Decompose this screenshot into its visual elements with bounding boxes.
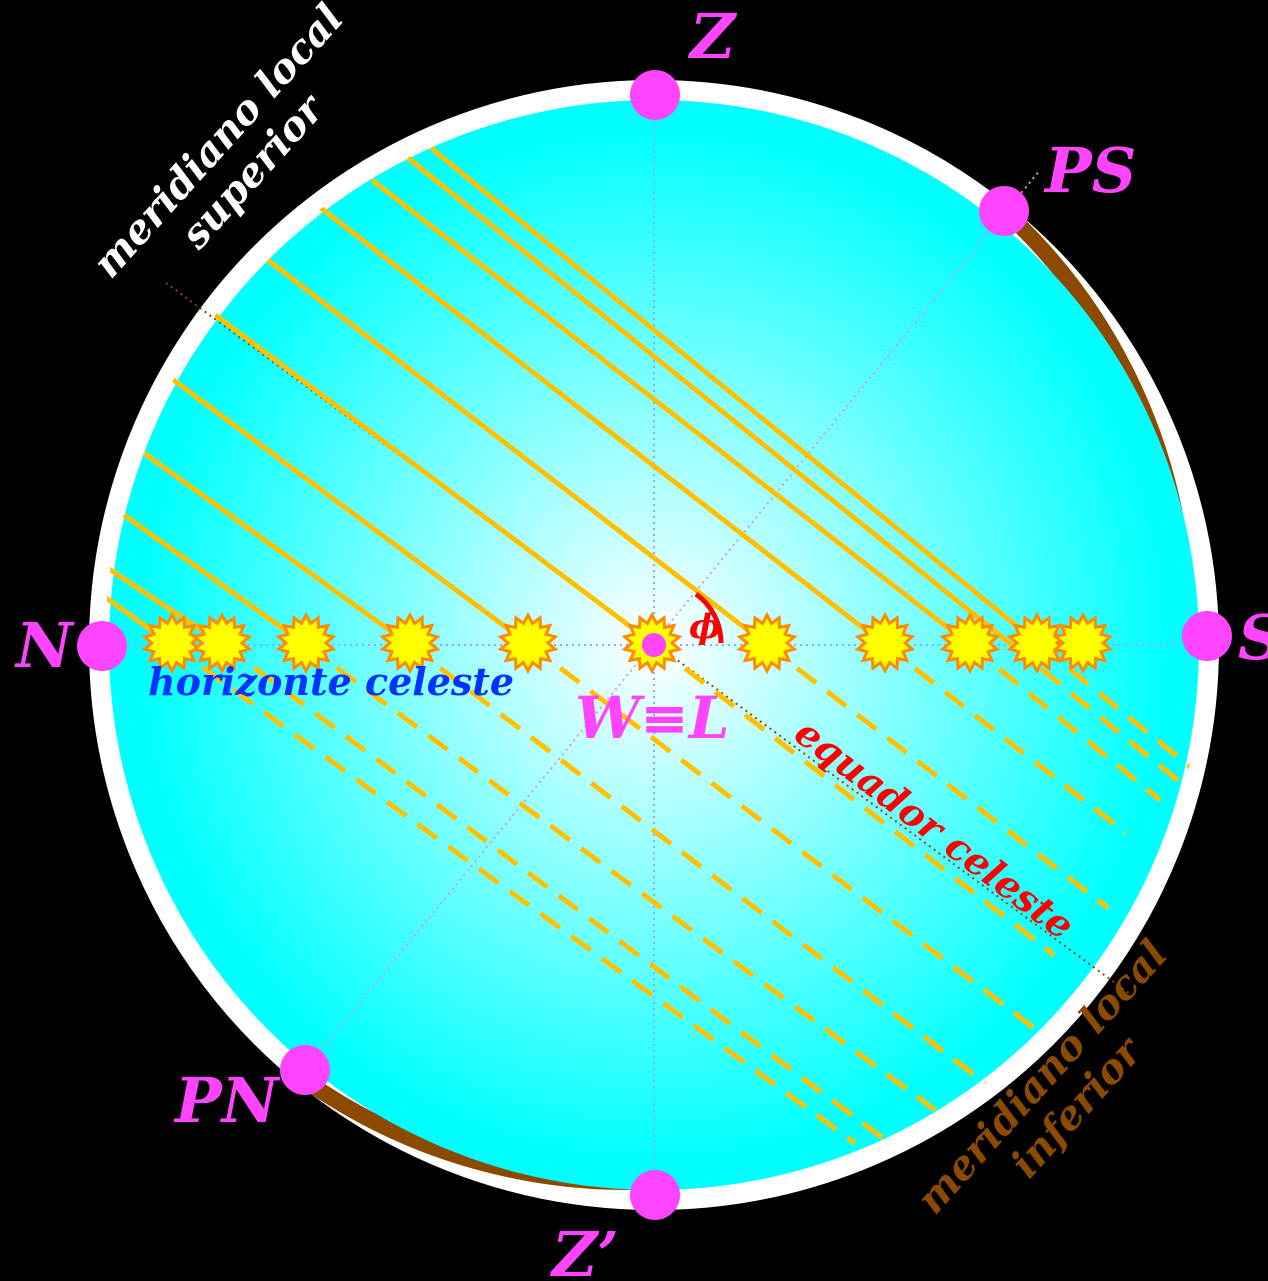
south-pole-label: PS: [1043, 134, 1136, 207]
diurnal-path-hidden-11: [170, 642, 857, 1146]
diurnal-path-visible-5: [266, 258, 769, 647]
diurnal-path-visible-1: [429, 146, 1042, 647]
diurnal-path-visible-8: [142, 450, 412, 648]
diurnal-path-hidden-6: [653, 643, 1056, 957]
diurnal-path-hidden-9: [304, 642, 937, 1113]
zenith-label: Z: [687, 0, 738, 73]
sun-icon-4: [379, 611, 441, 675]
north-pole-label: PN: [173, 1064, 281, 1137]
nadir-label: Z’: [549, 1218, 619, 1281]
sun-icon-8: [854, 611, 916, 675]
diurnal-path-visible-3: [370, 178, 972, 647]
diurnal-path-hidden-4: [883, 643, 1128, 835]
diurnal-path-visible-7: [158, 367, 532, 648]
zenith-marker: [630, 70, 680, 120]
polar-axis-line: [303, 169, 1041, 1072]
diurnal-paths: [105, 146, 1203, 1146]
diurnal-path-hidden-7: [528, 643, 1052, 1042]
diurnal-path-hidden-2: [1010, 643, 1200, 799]
sun-icon-2: [191, 611, 253, 675]
phi-label: ϕ: [689, 607, 721, 647]
sun-icon-1: [141, 611, 203, 675]
north-pole-marker: [280, 1045, 330, 1095]
sun-icon-10: [1006, 611, 1068, 675]
horizon-suns: [141, 611, 1114, 675]
latitude-angle-arc: [694, 591, 724, 644]
diurnal-path-visible-9: [122, 512, 308, 648]
center-label: W≡L: [575, 684, 730, 752]
south-pole-marker: [979, 186, 1029, 236]
horizon-label: horizonte celeste: [148, 659, 514, 704]
diurnal-path-hidden-5: [765, 643, 1110, 910]
north-label: N: [14, 609, 75, 682]
diurnal-path-hidden-3: [968, 643, 1162, 802]
center-marker: [642, 633, 666, 657]
south-marker: [1182, 611, 1232, 661]
diurnal-path-visible-2: [406, 156, 1014, 647]
diurnal-path-visible-6: [204, 306, 657, 647]
sun-icon-11: [1052, 611, 1114, 675]
south-label: S: [1238, 601, 1268, 674]
diurnal-path-visible-4: [319, 206, 887, 647]
north-marker: [77, 621, 127, 671]
sun-icon-7: [736, 611, 798, 675]
diurnal-path-hidden-8: [408, 643, 987, 1085]
diurnal-path-hidden-10: [222, 642, 890, 1145]
nadir-marker: [630, 1170, 680, 1220]
point-markers: [77, 70, 1232, 1220]
sun-icon-5: [497, 611, 559, 675]
sun-icon-3: [275, 611, 337, 675]
sun-icon-9: [939, 611, 1001, 675]
